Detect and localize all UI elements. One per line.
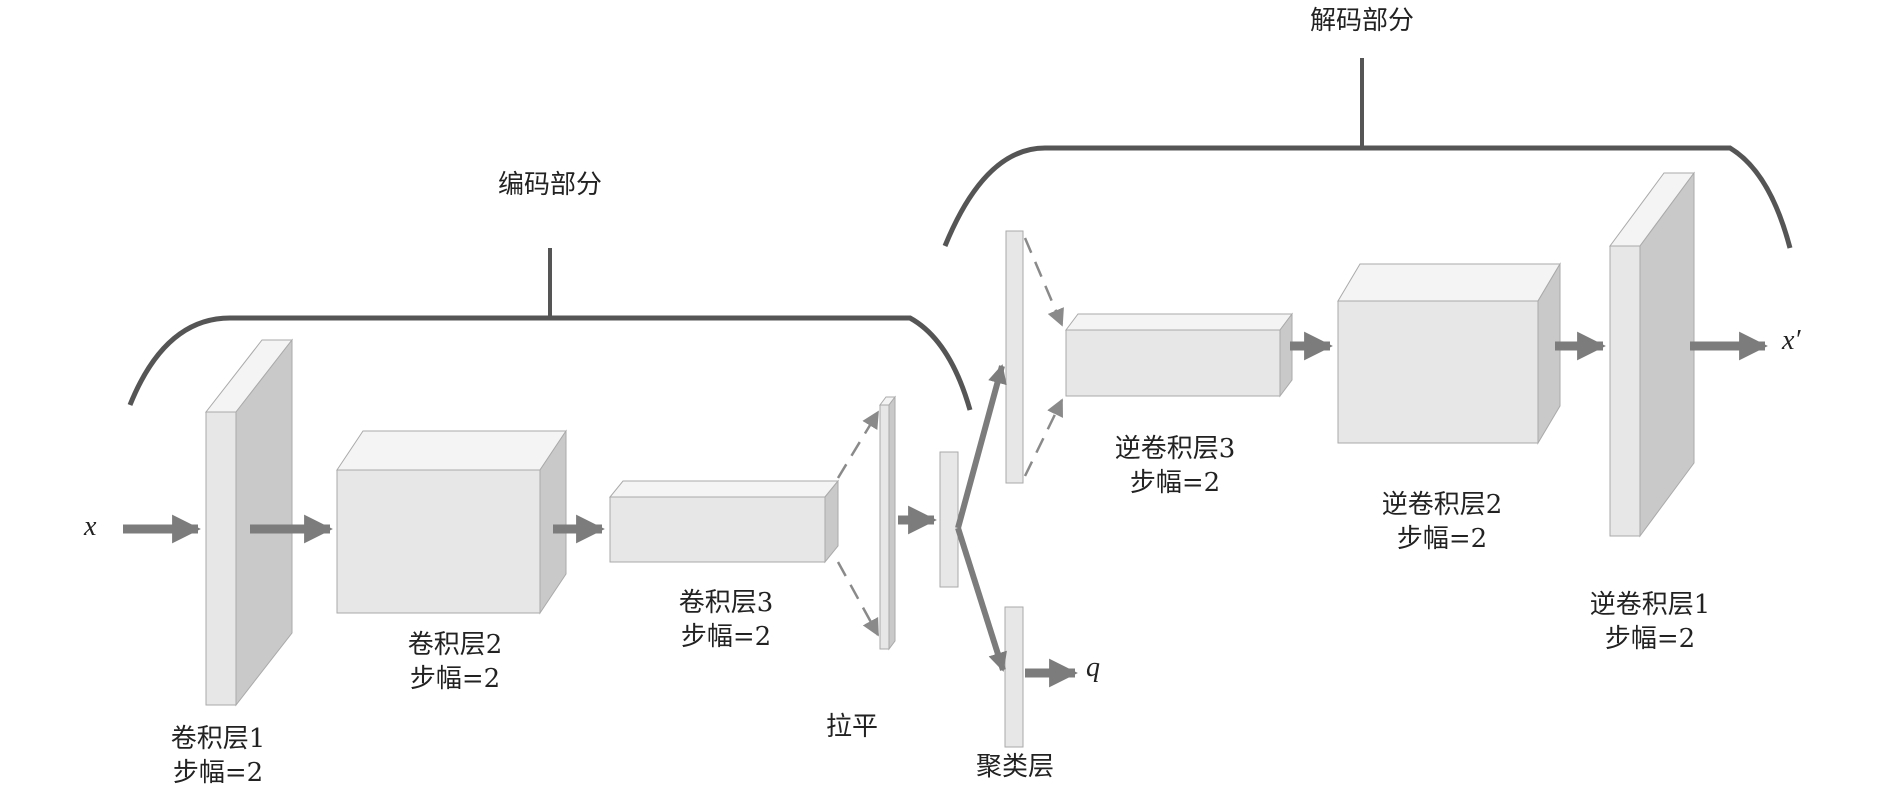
output-symbol: x′ xyxy=(1782,325,1801,356)
decoder-brace xyxy=(942,145,1793,249)
dash-decoder-to-deconv3-bottom xyxy=(1023,398,1064,477)
conv3-name: 卷积层3 xyxy=(678,588,774,618)
deconv2-label: 逆卷积层2 步幅=2 xyxy=(1382,488,1503,556)
conv2-label: 卷积层2 步幅=2 xyxy=(408,628,503,696)
flatten-slab xyxy=(879,395,896,651)
deconv1-stride: 步幅=2 xyxy=(1604,624,1696,654)
deconv2-block xyxy=(1337,262,1561,445)
deconv2-name: 逆卷积层2 xyxy=(1381,490,1503,520)
conv1-block xyxy=(204,338,294,707)
deconv2-stride: 步幅=2 xyxy=(1396,524,1488,554)
deconv3-block xyxy=(1065,312,1293,398)
conv2-name: 卷积层2 xyxy=(407,630,503,660)
conv2-block xyxy=(336,429,567,615)
decoder-label: 解码部分 xyxy=(1309,6,1415,36)
deconv1-label: 逆卷积层1 步幅=2 xyxy=(1590,588,1711,656)
conv3-stride: 步幅=2 xyxy=(680,622,772,652)
conv1-stride: 步幅=2 xyxy=(172,758,264,788)
cluster-name: 聚类层 xyxy=(975,752,1055,782)
cluster-output-symbol: q xyxy=(1086,652,1100,683)
deconv3-name: 逆卷积层3 xyxy=(1114,434,1236,464)
conv1-label: 卷积层1 步幅=2 xyxy=(171,722,266,790)
arrow-embedding-to-cluster xyxy=(955,527,1007,672)
deconv1-block xyxy=(1609,171,1695,538)
flatten-label: 拉平 xyxy=(826,710,878,744)
input-symbol: x xyxy=(84,511,97,542)
cluster-label: 聚类层 xyxy=(976,750,1054,784)
decoder-input-slab xyxy=(1005,230,1024,484)
flatten-name: 拉平 xyxy=(825,712,879,742)
dash-conv3-to-flatten-bottom xyxy=(836,561,880,637)
conv3-block xyxy=(608,479,840,564)
deconv3-stride: 步幅=2 xyxy=(1129,468,1221,498)
conv3-label: 卷积层3 步幅=2 xyxy=(679,586,774,654)
encoder-label: 编码部分 xyxy=(497,170,603,200)
dash-decoder-to-deconv3-top xyxy=(1023,237,1064,327)
conv1-name: 卷积层1 xyxy=(170,724,266,754)
arrow-embedding-to-decoder xyxy=(955,364,1007,529)
deconv3-label: 逆卷积层3 步幅=2 xyxy=(1115,432,1236,500)
dash-conv3-to-flatten-top xyxy=(836,410,880,479)
encoder-brace xyxy=(127,315,973,411)
embedding-slab xyxy=(939,451,959,588)
cluster-slab xyxy=(1004,606,1024,748)
conv2-stride: 步幅=2 xyxy=(409,664,501,694)
deconv1-name: 逆卷积层1 xyxy=(1589,590,1711,620)
